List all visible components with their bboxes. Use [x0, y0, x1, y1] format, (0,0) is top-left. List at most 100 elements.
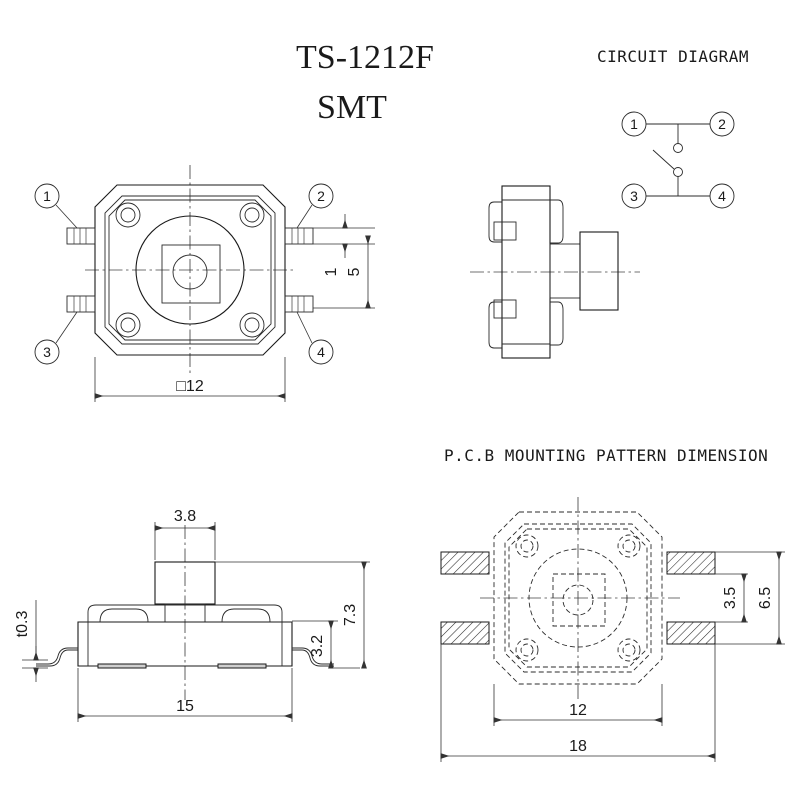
circuit-diagram-group: 1 2 3 4 — [621, 111, 735, 209]
top-view-pin-4 — [284, 295, 314, 313]
pcb-boss-inner-bl — [520, 643, 534, 657]
front-view-group: 3.8 t0.3 3.2 7.3 — [14, 508, 370, 722]
top-view-boss-outer-tl — [115, 202, 141, 228]
pcb-dim-pad-gap: 3.5 — [715, 573, 748, 623]
top-view-group: 1 2 3 4 1 5 □12 — [34, 165, 375, 402]
front-view-bump-left — [99, 608, 149, 623]
top-view-pin-label-4: 4 — [317, 344, 325, 360]
pcb-actuator-circle — [528, 548, 628, 648]
pcb-dim-pad-span: 18 — [440, 644, 716, 762]
top-view-center-square — [161, 244, 221, 304]
side-view-ridge-bottom — [550, 301, 564, 346]
front-view-lead-right — [292, 647, 334, 665]
top-view-pin-balloon-3 — [34, 311, 78, 365]
front-view-pad-right — [217, 663, 267, 669]
circuit-diagram-heading: CIRCUIT DIAGRAM — [597, 47, 749, 66]
top-view-pin-3 — [66, 295, 96, 313]
pcb-pattern-heading: P.C.B MOUNTING PATTERN DIMENSION — [444, 446, 768, 465]
side-view-actuator-button — [579, 231, 619, 311]
circuit-contact-lower — [673, 167, 683, 177]
pcb-dim-pad-pitch: 6.5 — [715, 551, 785, 645]
top-view-pin-label-3: 3 — [43, 344, 51, 360]
side-view-group — [470, 185, 640, 359]
front-view-dim-label-7-3: 7.3 — [342, 604, 359, 626]
side-view-lead-bottom — [488, 299, 517, 349]
top-view-inner-body-2 — [108, 199, 272, 341]
pcb-dim-label-12: 12 — [569, 702, 587, 719]
front-view-lead-left — [36, 647, 78, 665]
top-view-center-circle — [172, 254, 208, 290]
top-view-pin-balloon-2 — [296, 183, 334, 229]
circuit-terminal-label-2: 2 — [718, 116, 726, 132]
pcb-pad-bottom-right — [666, 621, 716, 645]
pcb-boss-inner-tr — [622, 539, 636, 553]
pcb-dim-label-3-5: 3.5 — [722, 587, 739, 609]
top-view-inner-body — [104, 195, 276, 345]
pcb-boss-outer-tr — [617, 534, 641, 558]
pcb-center-square — [552, 573, 606, 627]
side-view-lead-top — [488, 201, 517, 243]
front-view-body — [77, 621, 293, 667]
top-view-pin-2 — [284, 227, 314, 245]
top-view-boss-outer-br — [239, 312, 265, 338]
top-view-pin-label-2: 2 — [317, 188, 325, 204]
top-view-pin-label-1: 1 — [43, 188, 51, 204]
top-view-dim-label-5: 5 — [346, 267, 363, 276]
top-view-actuator-circle — [135, 215, 245, 325]
pcb-pad-bottom-left — [440, 621, 490, 645]
front-view-dim-label-t03: t0.3 — [14, 611, 31, 638]
top-view-dim-lead-thickness: 1 — [313, 214, 375, 276]
pcb-pad-top-left — [440, 551, 490, 575]
front-view-dim-label-15: 15 — [176, 698, 194, 715]
front-view-bump-right — [221, 608, 271, 623]
top-view-boss-inner-br — [244, 317, 260, 333]
pcb-dim-label-6-5: 6.5 — [757, 587, 774, 609]
front-view-dim-label-3-2: 3.2 — [309, 635, 326, 657]
top-view-boss-inner-tl — [120, 207, 136, 223]
front-view-dim-total-width: 15 — [77, 668, 293, 722]
front-view-dim-body-height: 3.2 — [292, 620, 360, 669]
page-title-sub: SMT — [317, 89, 387, 126]
top-view-pin-1 — [66, 227, 96, 245]
top-view-outer-body — [94, 184, 286, 356]
top-view-boss-outer-tr — [239, 202, 265, 228]
pcb-body-outline-inner-2 — [508, 528, 648, 668]
top-view-dim-width: □12 — [94, 357, 286, 402]
front-view-pad-left — [97, 663, 147, 669]
top-view-pin-balloon-4 — [296, 311, 334, 365]
pcb-boss-outer-tl — [515, 534, 539, 558]
front-view-dim-total-height: 7.3 — [215, 561, 370, 669]
front-view-dim-actuator-width: 3.8 — [154, 508, 216, 560]
top-view-dim-label-12: □12 — [176, 378, 204, 395]
top-view-boss-inner-bl — [120, 317, 136, 333]
circuit-terminal-label-1: 1 — [630, 116, 638, 132]
pcb-pattern-group: 3.5 6.5 12 18 — [440, 497, 785, 762]
top-view-pin-balloon-1 — [34, 183, 78, 229]
pcb-boss-outer-bl — [515, 638, 539, 662]
pcb-dim-label-18: 18 — [569, 738, 587, 755]
front-view-lead-right-2 — [292, 649, 334, 667]
pcb-boss-outer-br — [617, 638, 641, 662]
circuit-terminal-label-3: 3 — [630, 188, 638, 204]
circuit-terminal-label-4: 4 — [718, 188, 726, 204]
top-view-dim-lead-pitch: 5 — [313, 235, 375, 309]
front-view-cover — [87, 604, 283, 622]
front-view-lead-left-2 — [36, 649, 78, 667]
pcb-pad-top-right — [666, 551, 716, 575]
side-view-ridge-top — [550, 199, 564, 244]
side-view-actuator-stem — [549, 243, 581, 299]
top-view-dim-label-1: 1 — [323, 267, 340, 276]
top-view-boss-inner-tr — [244, 207, 260, 223]
pcb-boss-inner-br — [622, 643, 636, 657]
page-title-main: TS-1212F — [296, 39, 434, 76]
top-view-boss-outer-bl — [115, 312, 141, 338]
pcb-boss-inner-tl — [520, 539, 534, 553]
circuit-contact-upper — [673, 143, 683, 153]
pcb-body-outline — [493, 511, 663, 685]
circuit-switch-lever — [652, 149, 675, 170]
pcb-center-circle — [562, 584, 594, 616]
pcb-dim-body-width: 12 — [493, 684, 663, 726]
front-view-dim-lead-thickness: t0.3 — [14, 600, 48, 682]
